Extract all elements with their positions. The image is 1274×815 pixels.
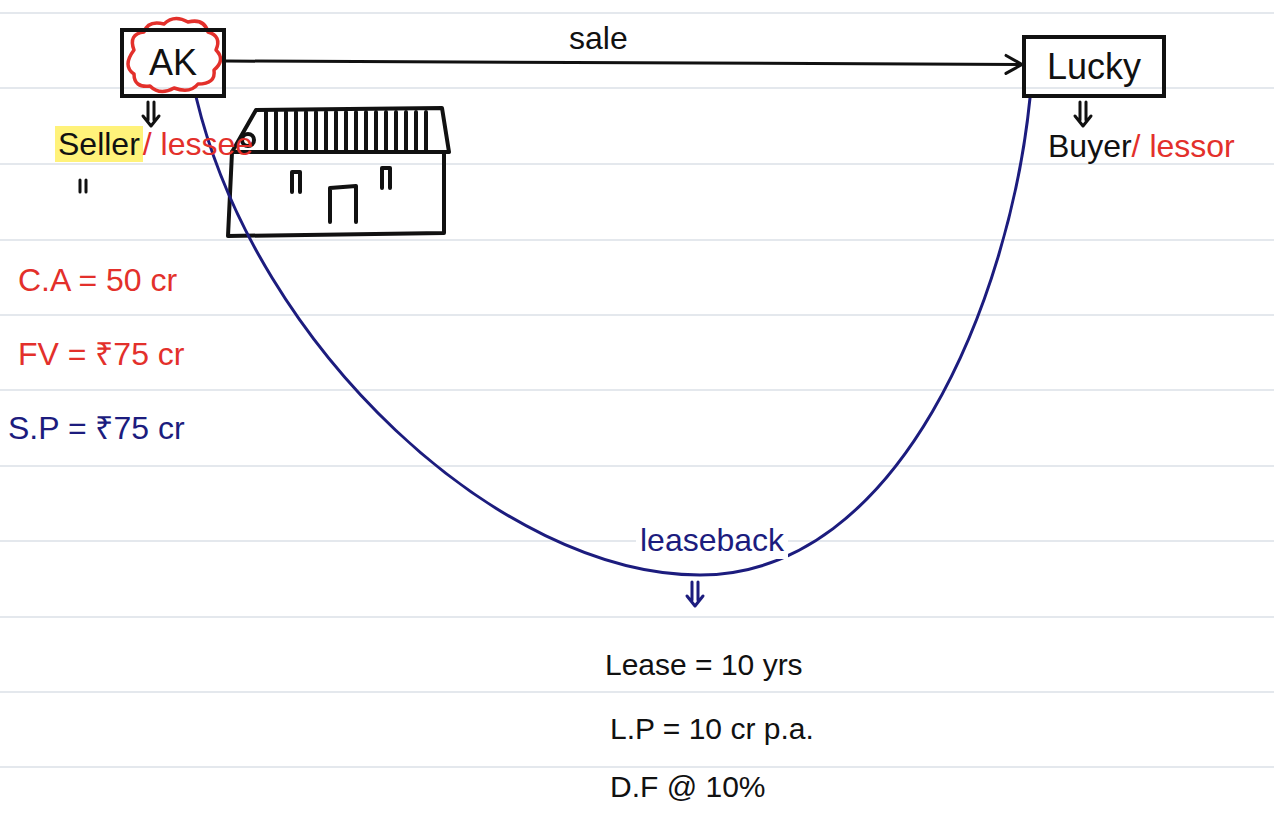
role-text: / lessee	[143, 126, 253, 162]
lease-term: D.F @ 10%	[610, 770, 766, 803]
entity-name: AK	[149, 42, 197, 84]
leaseback-curve	[196, 98, 1030, 575]
label-row: L.P = 10 cr p.a.	[610, 712, 814, 747]
label-row: C.A = 50 cr	[18, 262, 177, 299]
value-note: FV = ₹75 cr	[18, 336, 185, 372]
edge-label: leaseback	[636, 522, 788, 559]
label-row: S.P = ₹75 cr	[8, 410, 185, 447]
role-text: Buyer	[1048, 128, 1132, 164]
label-row: Lease = 10 yrs	[605, 648, 803, 683]
label-row: D.F @ 10%	[610, 770, 766, 805]
lease-term: L.P = 10 cr p.a.	[610, 712, 814, 745]
flow-arrow	[226, 55, 1022, 73]
entity-box: Lucky	[1022, 35, 1166, 98]
label-row: FV = ₹75 cr	[18, 336, 185, 373]
role-text: Seller	[55, 126, 143, 162]
label-row: Buyer/ lessor	[1048, 128, 1235, 165]
role-text: / lessor	[1132, 128, 1235, 164]
edge-label: sale	[565, 20, 632, 57]
label-row: Seller/ lessee	[55, 126, 253, 163]
value-note: C.A = 50 cr	[18, 262, 177, 298]
entity-box: AK	[120, 28, 226, 98]
value-note: S.P = ₹75 cr	[8, 410, 185, 446]
lease-term: Lease = 10 yrs	[605, 648, 803, 681]
entity-name: Lucky	[1047, 46, 1141, 88]
